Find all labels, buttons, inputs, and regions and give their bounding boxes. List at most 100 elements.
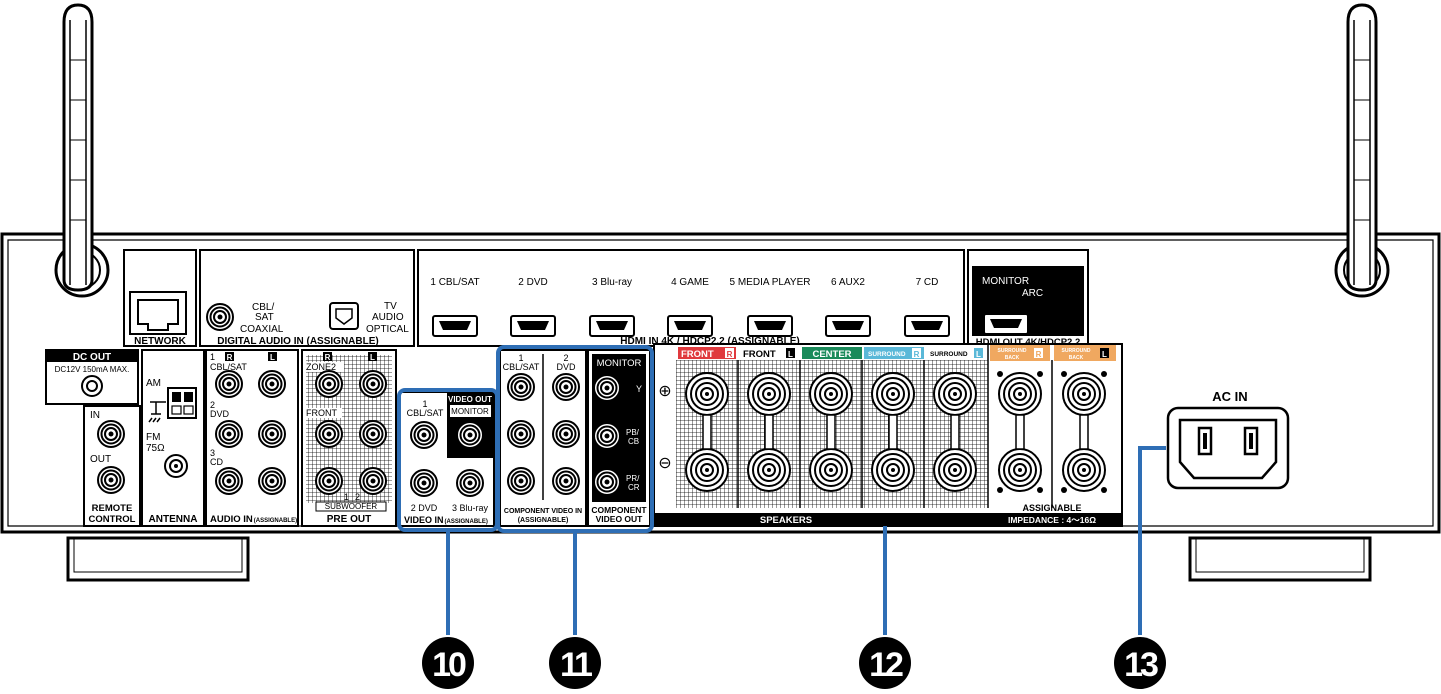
audio-in-cbl-l[interactable] — [258, 370, 286, 398]
center-label: CENTER — [812, 349, 851, 360]
hdmi-in-port-5[interactable] — [747, 315, 793, 337]
component-in-2-y[interactable] — [552, 373, 580, 401]
audio-in-dvd: DVD — [210, 409, 230, 419]
pre-out-zone2-l[interactable] — [359, 370, 387, 398]
hdmi-in-section: 1 CBL/SAT 2 DVD 3 Blu-ray 4 GAME 5 MEDIA… — [417, 249, 965, 347]
video-in-bluray-jack[interactable] — [456, 469, 484, 497]
hdmi-in-port-6[interactable] — [825, 315, 871, 337]
remote-in-jack[interactable] — [97, 420, 125, 448]
pre-out-sub-1[interactable] — [315, 467, 343, 495]
front-l-plus[interactable] — [747, 372, 791, 416]
surround-r-minus[interactable] — [871, 448, 915, 492]
callout-10: 10 — [422, 637, 474, 689]
pre-out-front-l[interactable] — [359, 420, 387, 448]
component-out-monitor: MONITOR — [597, 358, 642, 369]
fm-ohm-label: 75Ω — [146, 443, 165, 454]
surround-r-letter: R — [914, 350, 920, 359]
surround-back-r-plus[interactable] — [998, 372, 1042, 416]
hdmi-in-port-1[interactable] — [432, 315, 478, 337]
digital-audio-title: DIGITAL AUDIO IN (ASSIGNABLE) — [217, 336, 378, 347]
component-in-label-2: (ASSIGNABLE) — [518, 517, 569, 524]
center-minus[interactable] — [809, 448, 853, 492]
remote-control-section: IN OUT REMOTE CONTROL — [83, 405, 141, 527]
component-in-cbl: CBL/SAT — [503, 362, 540, 372]
pre-out-front-r[interactable] — [315, 420, 343, 448]
network-label: NETWORK — [134, 336, 186, 347]
pre-out-subwoofer: SUBWOOFER — [325, 502, 378, 511]
component-in-1-pb[interactable] — [507, 420, 535, 448]
video-in-dvd-jack[interactable] — [410, 469, 438, 497]
coaxial-label: COAXIAL — [240, 324, 284, 335]
component-out-pb[interactable] — [593, 422, 621, 450]
component-in-2: 2 — [563, 353, 568, 363]
remote-out-jack[interactable] — [97, 466, 125, 494]
dc-out-section: DC OUT DC12V 150mA MAX. — [45, 349, 139, 405]
callout-13: 13 — [1114, 637, 1166, 689]
audio-in-3: 3 — [210, 448, 215, 458]
audio-in-cbl-r[interactable] — [215, 370, 243, 398]
component-in-2-pr[interactable] — [552, 467, 580, 495]
sb-r-label-2: BACK — [1005, 355, 1020, 361]
ac-in-section: AC IN — [1166, 389, 1290, 490]
audio-in-dvd-r[interactable] — [215, 420, 243, 448]
hdmi-in-port-4[interactable] — [667, 315, 713, 337]
hdmi-in-port-2[interactable] — [510, 315, 556, 337]
front-r-plus[interactable] — [685, 372, 729, 416]
component-in-2-pb[interactable] — [552, 420, 580, 448]
callout-highlights — [397, 345, 1166, 635]
component-out-pr[interactable] — [593, 468, 621, 496]
ac-inlet[interactable] — [1178, 418, 1278, 480]
digital-audio-section: CBL/ SAT COAXIAL TV AUDIO OPTICAL DIGITA… — [199, 249, 415, 347]
surround-l-plus[interactable] — [933, 372, 977, 416]
pre-out-zone2: ZONE2 — [306, 362, 336, 372]
audio-in-cd-l[interactable] — [258, 467, 286, 495]
hdmi-out-port[interactable] — [983, 313, 1029, 335]
front-r-minus[interactable] — [685, 448, 729, 492]
pre-out-sub-n1: 1 — [344, 492, 349, 502]
video-in-bluray: 3 Blu-ray — [452, 503, 489, 513]
surround-r-plus[interactable] — [871, 372, 915, 416]
am-label: AM — [146, 378, 161, 389]
surround-back-r-minus[interactable] — [998, 448, 1042, 492]
network-section: NETWORK — [123, 249, 197, 347]
surround-l-minus[interactable] — [933, 448, 977, 492]
video-out-monitor-jack[interactable] — [456, 421, 484, 449]
component-out-section: MONITOR Y PB/ CB PR/ CR COMPONENT VIDEO … — [587, 349, 651, 527]
hdmi-in-label-1: 1 CBL/SAT — [430, 277, 479, 288]
tv-label: TV — [384, 301, 397, 312]
pre-out-l: L — [370, 353, 375, 362]
pre-out-label: PRE OUT — [327, 514, 371, 525]
component-out-cr-label: CR — [628, 483, 640, 492]
coaxial-jack[interactable] — [206, 303, 234, 331]
surround-r-label: SURROUND — [868, 351, 906, 358]
hdmi-in-port-3[interactable] — [589, 315, 635, 337]
component-out-pb-label: PB/ — [626, 428, 640, 437]
hdmi-in-port-7[interactable] — [904, 315, 950, 337]
pre-out-sub-2[interactable] — [359, 467, 387, 495]
component-out-y[interactable] — [593, 374, 621, 402]
component-in-1: 1 — [518, 353, 523, 363]
pre-out-zone2-r[interactable] — [315, 370, 343, 398]
center-plus[interactable] — [809, 372, 853, 416]
audio-in-cd-r[interactable] — [215, 467, 243, 495]
svg-text:13: 13 — [1124, 646, 1158, 684]
center-tag — [802, 347, 862, 359]
audio-in-dvd-l[interactable] — [258, 420, 286, 448]
hdmi-in-label-5: 5 MEDIA PLAYER — [730, 277, 811, 288]
video-in-cbl-jack[interactable] — [410, 421, 438, 449]
remote-in-label: IN — [90, 410, 100, 421]
hdmi-in-label-4: 4 GAME — [671, 277, 709, 288]
surround-back-l-plus[interactable] — [1062, 372, 1106, 416]
audio-in-r: R — [227, 353, 233, 362]
pre-out-section: R L ZONE2 FRONT 1 2 SUBWOOFER PRE OUT — [301, 349, 397, 527]
left-antenna — [54, 3, 110, 298]
audio-in-label: AUDIO IN(ASSIGNABLE) — [210, 514, 297, 525]
surround-l-tag — [926, 347, 986, 359]
component-in-1-y[interactable] — [507, 373, 535, 401]
video-in-1: 1 — [422, 399, 427, 409]
surround-back-l-minus[interactable] — [1062, 448, 1106, 492]
video-out-label: VIDEO OUT — [448, 395, 492, 404]
component-in-1-pr[interactable] — [507, 467, 535, 495]
hdmi-out-section: MONITOR ARC HDMI OUT 4K/HDCP2.2 — [967, 249, 1089, 348]
front-l-minus[interactable] — [747, 448, 791, 492]
